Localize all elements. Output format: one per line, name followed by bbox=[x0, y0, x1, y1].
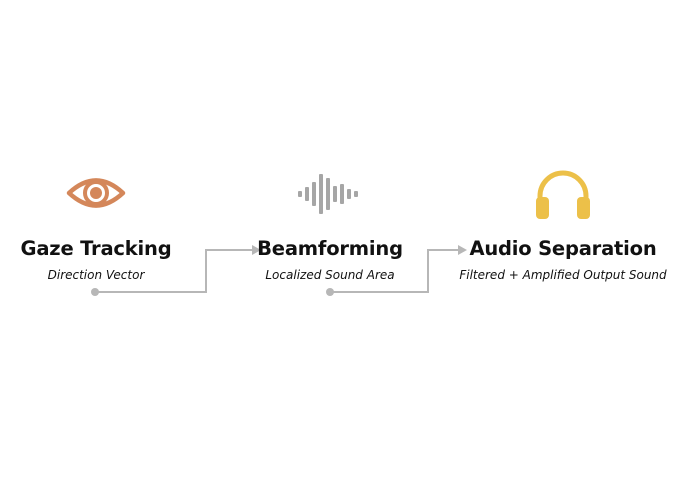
stage-subtitle-direction-vector: Direction Vector bbox=[47, 268, 145, 282]
sound-wave-icon bbox=[298, 174, 358, 214]
arrow-head-1 bbox=[252, 245, 261, 255]
headphones-icon bbox=[536, 170, 590, 219]
eye-icon bbox=[66, 178, 126, 208]
stage-title-beamforming: Beamforming bbox=[257, 237, 403, 260]
stage-subtitle-output-sound: Filtered + Amplified Output Sound bbox=[459, 268, 667, 282]
stage-title-gaze-tracking: Gaze Tracking bbox=[20, 237, 172, 260]
connector-1 bbox=[91, 245, 261, 296]
connector-2 bbox=[326, 245, 467, 296]
stage-subtitle-localized-sound-area: Localized Sound Area bbox=[265, 268, 395, 282]
stage-title-audio-separation: Audio Separation bbox=[469, 237, 657, 260]
arrow-head-2 bbox=[458, 245, 467, 255]
